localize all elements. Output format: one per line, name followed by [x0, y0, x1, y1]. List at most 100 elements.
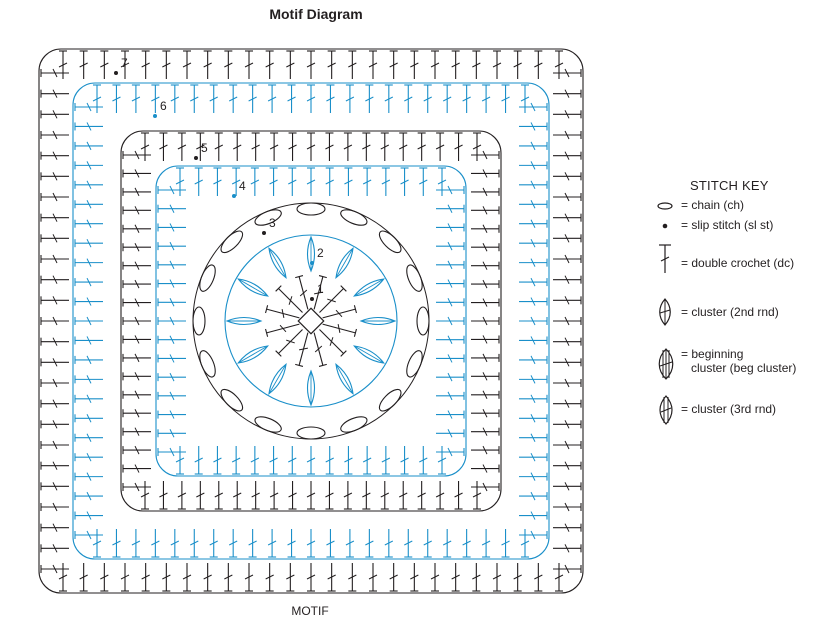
round6-dc-left-bar: [86, 530, 92, 540]
round6-dc-left-bar: [86, 375, 92, 384]
round2-cluster-stem: [268, 248, 287, 278]
round7-dc-right-bar: [564, 254, 570, 264]
round7-dc-bottom-bar: [100, 574, 109, 580]
round7-dc-bottom-bar: [430, 574, 440, 580]
round5-dc-right-bar: [482, 427, 488, 436]
round7-dc-top-bar: [182, 62, 192, 68]
round5-dc-bottom-bar: [472, 492, 482, 498]
round5-dc-right-bar: [482, 464, 488, 473]
round7-dc-right-bar: [564, 89, 570, 98]
round6-dc-left-bar: [86, 180, 92, 190]
round5-dc-left-bar: [134, 335, 140, 344]
round5-dc-bottom-bar: [435, 492, 445, 498]
round3-cluster: [296, 426, 326, 440]
round7-dc-bottom-bar: [120, 574, 130, 580]
round7-dc-right-bar: [564, 461, 570, 470]
round7-dc-bottom-bar: [58, 574, 68, 580]
round6-dc-left-bar: [86, 297, 92, 306]
round6-dc-bottom-bar: [92, 540, 102, 546]
round5-dc-top-bar: [177, 144, 187, 150]
round1-dc-top: [295, 363, 304, 367]
round7-dc-bottom-bar: [182, 574, 192, 580]
round1-dc-top: [275, 350, 282, 357]
round4-dc-top-bar: [250, 179, 260, 185]
round6-dc-top-bar: [248, 96, 257, 102]
round4-dc-right-bar: [447, 316, 453, 326]
round6-dc-left-bar: [86, 277, 92, 287]
round6-dc-right-bar: [530, 277, 536, 287]
round6-dc-bottom-bar: [209, 540, 218, 546]
round6-dc-bottom-bar: [190, 540, 199, 546]
round7-dc-left-bar: [52, 110, 58, 119]
round6-dc-right-bar: [530, 102, 536, 112]
round4-dc-bottom-bar: [194, 457, 203, 463]
round1-dc-bar: [327, 298, 336, 303]
round4-dc-bottom-bar: [400, 457, 409, 463]
round4-dc-right-bar: [447, 298, 453, 307]
round5-dc-bottom-bar: [214, 492, 224, 498]
round6-dc-bottom-bar: [151, 540, 160, 546]
round4-dc-bottom-bar: [288, 457, 297, 463]
round5-dc-bottom-bar: [325, 492, 334, 498]
round5-dc-right-bar: [482, 482, 488, 492]
round3-cluster: [340, 209, 368, 226]
round5-dc-bottom-bar: [159, 492, 168, 498]
round6-dc-top-bar: [170, 96, 180, 102]
round5-dc-top-bar: [159, 144, 168, 150]
round7-dc-bottom-bar: [79, 574, 88, 580]
round1-dc-bar: [299, 347, 308, 351]
round-number-1: 1: [317, 282, 324, 296]
round6-dc-bottom-bar: [306, 540, 316, 546]
round7-dc-right-bar: [564, 399, 570, 408]
round7-dc-bottom-bar: [162, 574, 171, 580]
round3-cluster: [296, 202, 326, 216]
round6-dc-top-bar: [151, 96, 160, 102]
round6-dc-top-bar: [345, 96, 355, 102]
round7-dc-left-bar: [52, 254, 58, 264]
round4-dc-left-bar: [169, 185, 175, 195]
round6-dc-bottom-bar: [345, 540, 355, 546]
round2-cluster-stem: [268, 364, 287, 394]
round7-dc-right-bar: [564, 420, 570, 429]
round4-dc-top-bar: [306, 179, 316, 185]
round3-cluster: [192, 306, 206, 336]
round1-dc-top: [265, 305, 269, 314]
round6-dc-left-bar: [86, 414, 92, 423]
round7-dc-top-bar: [554, 62, 564, 68]
round7-dc-bottom-bar: [554, 574, 564, 580]
round5-dc-top-bar: [232, 144, 242, 150]
round4-dc-bottom-bar: [362, 457, 372, 463]
round-number-5: 5: [201, 141, 208, 155]
round4-dc-left-bar: [169, 447, 175, 457]
round4-dc-left-bar: [169, 316, 175, 326]
round6-dc-right-bar: [530, 355, 536, 365]
round7-dc-top-bar: [224, 62, 233, 68]
round6-dc-right-bar: [530, 414, 536, 423]
round1-dc-bar: [329, 337, 334, 346]
round4-dc-right-bar: [447, 372, 453, 382]
round5-dc-right-bar: [482, 298, 488, 307]
round7-dc-bottom-bar: [286, 574, 295, 580]
round4-dc-top-bar: [231, 179, 241, 185]
round5-dc-top-bar: [435, 144, 445, 150]
round7-dc-top-bar: [348, 62, 357, 68]
round6-dc-left-bar: [86, 394, 92, 404]
round2-cluster-stem: [238, 278, 268, 297]
round7-dc-top-bar: [410, 62, 419, 68]
round5-dc-bottom-bar: [380, 492, 390, 498]
round5-dc-bottom-bar: [269, 492, 279, 498]
round6-dc-top-bar: [404, 96, 413, 102]
round4-dc-left-bar: [169, 260, 175, 270]
round4-dc-bottom-bar: [419, 457, 428, 463]
round5-dc-right-bar: [482, 390, 488, 400]
round4-dc-top-bar: [288, 179, 297, 185]
round7-dc-bottom-bar: [224, 574, 233, 580]
round6-dc-bottom-bar: [228, 540, 238, 546]
round5-dc-bottom-bar: [232, 492, 242, 498]
round6-dc-bottom-bar: [462, 540, 471, 546]
round1-dc-top: [340, 285, 347, 292]
round6-dc-bottom-bar: [501, 540, 510, 546]
slip-stitch-marker: [153, 114, 157, 118]
round7-dc-bottom-bar: [389, 574, 398, 580]
round5-dc-top-bar: [362, 144, 371, 150]
